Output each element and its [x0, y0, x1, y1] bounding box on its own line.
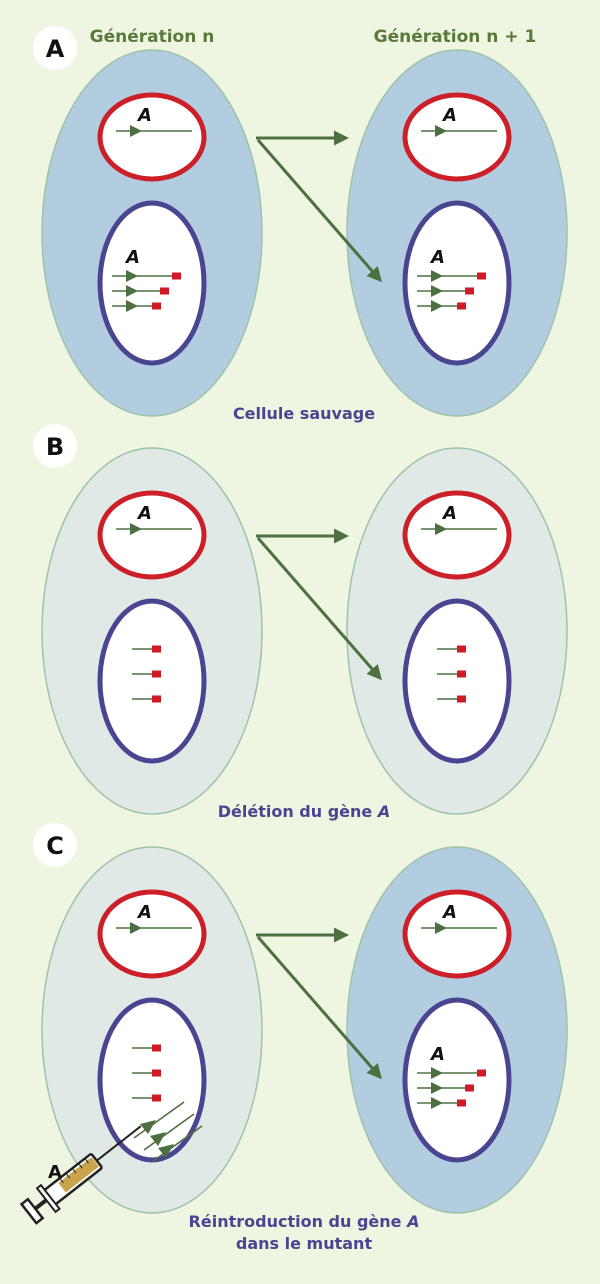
mito-gene-label: A	[441, 503, 457, 524]
injected-gene-line	[143, 1113, 195, 1151]
gene-marker	[477, 272, 486, 280]
gene-marker	[152, 302, 161, 310]
panel-badge	[33, 823, 77, 867]
mitochondrion	[402, 490, 512, 580]
nucleus	[402, 598, 512, 764]
gene-arrowhead	[431, 1082, 443, 1094]
panel-a: A A A A A Cellule sauvage	[33, 26, 568, 423]
syringe-thumb-rest	[19, 1197, 45, 1225]
syringe-gene-label: A	[48, 1162, 62, 1183]
gene-arrowhead	[126, 285, 138, 297]
gene-arrowhead	[126, 270, 138, 282]
panel-caption: Délétion du gène A	[218, 802, 390, 821]
panel-caption: Cellule sauvage	[233, 404, 375, 423]
panel-caption: Réintroduction du gène A	[189, 1212, 420, 1231]
nucleus	[97, 598, 207, 764]
caption-text: Délétion du gène	[218, 802, 378, 821]
gene-marker	[457, 1099, 466, 1107]
stub-marker	[152, 1094, 161, 1102]
syringe-tick	[78, 1163, 83, 1169]
gene-arrowhead	[431, 300, 443, 312]
mito-gene-label: A	[441, 902, 457, 923]
stub-marker	[457, 670, 466, 678]
mitochondrion	[97, 889, 207, 979]
panel-badge	[33, 424, 77, 468]
panel-label-a: A	[46, 35, 65, 63]
gene-arrowhead	[431, 285, 443, 297]
stub-marker	[457, 695, 466, 703]
gene-arrowhead	[431, 270, 443, 282]
mitochondrion	[97, 490, 207, 580]
syringe-liquid	[58, 1157, 99, 1193]
gene-marker	[465, 287, 474, 295]
stub-marker	[152, 670, 161, 678]
caption-gene-italic: A	[376, 802, 390, 821]
gene-arrowhead	[130, 125, 142, 137]
injected-gene-arrowhead	[140, 1120, 156, 1134]
header-generation-n: Génération n	[90, 27, 215, 47]
arrow-to-nucleus	[256, 936, 382, 1080]
gene-marker	[160, 287, 169, 295]
mito-gene-label: A	[136, 105, 152, 126]
nucleus-gene-label: A	[429, 247, 445, 268]
stub-marker	[152, 1044, 161, 1052]
caption-text: Cellule sauvage	[233, 404, 375, 423]
injected-gene-line	[133, 1101, 185, 1139]
syringe-tick	[71, 1168, 77, 1174]
stub-marker	[457, 645, 466, 653]
caption-gene-italic: A	[405, 1212, 419, 1231]
nucleus-gene-label: A	[429, 1044, 445, 1065]
syringe-needle	[96, 1125, 142, 1162]
stub-marker	[152, 645, 161, 653]
arrow-to-nucleus	[256, 139, 382, 283]
gene-marker	[457, 302, 466, 310]
stub-marker	[152, 1069, 161, 1077]
gene-arrowhead	[435, 523, 447, 535]
panel-badge	[33, 26, 77, 70]
gene-arrowhead	[431, 1097, 443, 1109]
gene-marker	[172, 272, 181, 280]
arrow-to-nucleus	[256, 537, 382, 681]
gene-arrowhead	[130, 922, 142, 934]
nucleus-gene-label: A	[124, 247, 140, 268]
panel-label-b: B	[46, 433, 64, 461]
gene-arrowhead	[435, 125, 447, 137]
gene-arrowhead	[126, 300, 138, 312]
panel-caption-line2: dans le mutant	[236, 1234, 373, 1253]
injected-gene-arrowhead	[150, 1132, 166, 1146]
caption-text: Réintroduction du gène	[189, 1212, 408, 1231]
nucleus	[97, 200, 207, 366]
injected-gene-line	[151, 1125, 203, 1163]
mito-gene-label: A	[136, 503, 152, 524]
gene-arrowhead	[431, 1067, 443, 1079]
syringe-tick	[84, 1158, 89, 1164]
gene-arrowhead	[435, 922, 447, 934]
injected-gene-arrowhead	[158, 1144, 174, 1158]
syringe-tick	[59, 1177, 64, 1184]
gene-marker	[477, 1069, 486, 1077]
nucleus	[402, 997, 512, 1163]
syringe-icon	[19, 1125, 142, 1225]
mito-gene-label: A	[441, 105, 457, 126]
gene-marker	[465, 1084, 474, 1092]
header-generation-n-plus-1: Génération n + 1	[374, 27, 537, 47]
syringe-flange	[35, 1183, 61, 1214]
nucleus	[402, 200, 512, 366]
syringe-tick	[65, 1172, 71, 1179]
panel-label-c: C	[46, 832, 64, 860]
panel-b: A A B Délétion du gène A	[33, 424, 568, 821]
gene-arrowhead	[130, 523, 142, 535]
mitochondrion	[402, 889, 512, 979]
mito-gene-label: A	[136, 902, 152, 923]
nucleus	[97, 997, 207, 1163]
mitochondrion	[97, 92, 207, 182]
stub-marker	[152, 695, 161, 703]
mitochondrion	[402, 92, 512, 182]
